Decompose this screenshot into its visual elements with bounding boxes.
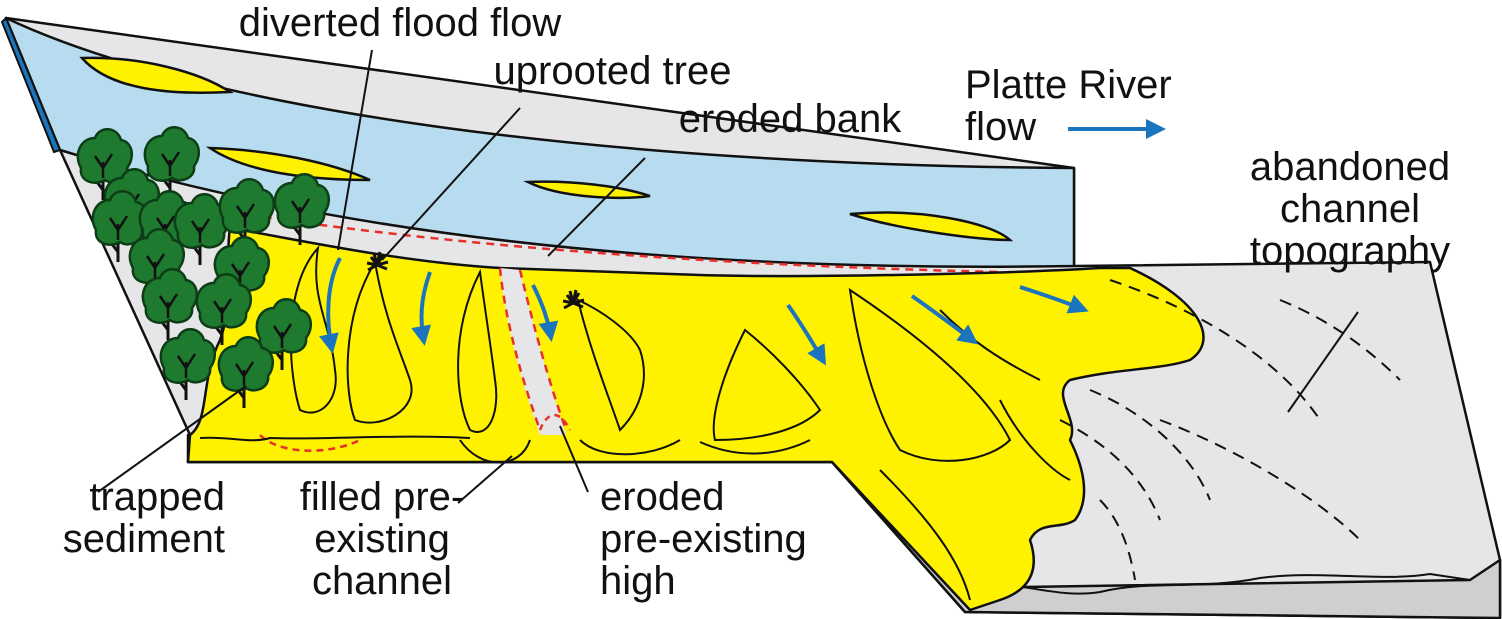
flow-arrow-icon	[411, 271, 432, 346]
sandbar	[523, 180, 651, 199]
filled-line-1: filled pre-	[299, 475, 465, 519]
filled-line-2: existing	[314, 517, 450, 561]
label-platte-river-flow: Platte River flow	[965, 64, 1172, 148]
leader-eroded-bank	[547, 157, 646, 257]
eroded-high-outline	[498, 267, 568, 431]
flow-arrow-icon	[531, 284, 559, 342]
eroded-high-line-3: high	[600, 559, 676, 603]
label-eroded-bank: eroded bank	[678, 97, 902, 141]
eroded-bank-line	[249, 213, 1001, 274]
platte-river-line-1: Platte River	[965, 63, 1172, 107]
label-eroded-pre-existing-high: eroded pre-existing high	[600, 476, 807, 602]
leader-trapped-sediment	[97, 385, 247, 493]
filled-line-3: channel	[311, 559, 453, 603]
flow-arrow-icon	[319, 257, 342, 354]
leader-abandoned-channel	[1287, 311, 1359, 413]
leader-eroded-high	[559, 425, 589, 493]
label-trapped-sediment: trapped sediment	[20, 476, 225, 560]
flow-arrow-icon	[786, 303, 827, 366]
label-diverted-flood-flow: diverted flood flow	[238, 1, 562, 45]
abandoned-line-3: topography	[1249, 229, 1451, 273]
sandbar	[849, 211, 1014, 242]
eroded-high-line-1: eroded	[600, 475, 725, 519]
eroded-high-line-2: pre-existing	[600, 517, 807, 561]
flow-arrow-icon	[1019, 285, 1089, 314]
trapped-line-1: trapped	[89, 475, 225, 519]
leader-lines	[97, 49, 1359, 504]
leader-filled-channel	[457, 455, 513, 504]
trapped-line-2: sediment	[62, 517, 225, 561]
label-uprooted-tree: uprooted tree	[493, 49, 732, 93]
label-filled-pre-existing-channel: filled pre- existing channel	[262, 476, 502, 602]
sandbar	[205, 146, 371, 182]
abandoned-line-1: abandoned	[1249, 145, 1451, 189]
label-abandoned-channel-topography: abandoned channel topography	[1205, 146, 1495, 272]
platte-river-line-2: flow	[965, 105, 1037, 149]
flow-arrow-icon	[910, 294, 979, 345]
leader-uprooted-tree	[381, 107, 521, 261]
sandbar	[79, 56, 234, 94]
abandoned-channel-contours	[1059, 279, 1401, 581]
flow-arrows	[319, 119, 1166, 366]
river-surface	[0, 16, 1076, 274]
leader-diverted-flood-flow	[337, 49, 373, 251]
abandoned-line-2: channel	[1279, 187, 1421, 231]
